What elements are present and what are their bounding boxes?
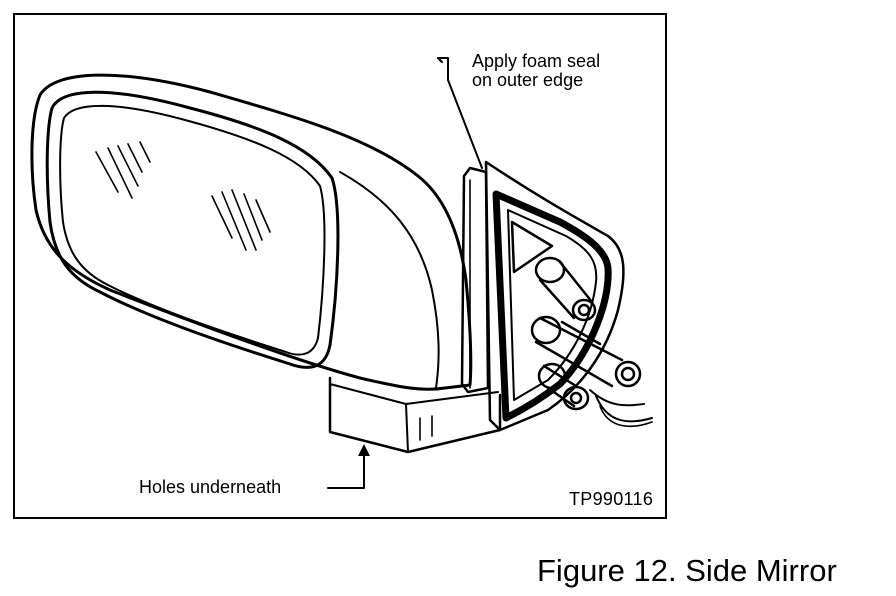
holes-leader-arrow — [358, 444, 370, 456]
mounting-plate — [460, 166, 490, 394]
housing-edge-line — [339, 171, 440, 389]
holes-callout: Holes underneath — [139, 477, 282, 497]
glass-glare-marks — [95, 141, 271, 251]
holes-leader — [327, 451, 365, 489]
connector-bottom — [537, 362, 590, 411]
connector-top — [534, 256, 597, 322]
base-plate — [484, 160, 625, 432]
connector-middle — [530, 315, 642, 388]
foam-seal-leader — [437, 57, 483, 169]
figure-caption: Figure 12. Side Mirror — [537, 553, 837, 588]
figure-code: TP990116 — [569, 489, 654, 509]
figure-frame — [13, 13, 667, 519]
wire — [589, 389, 645, 407]
mirror-housing-outline — [30, 73, 473, 391]
foam-seal-callout-line1: Apply foam seal — [472, 51, 601, 71]
mirror-glass — [59, 104, 326, 356]
mirror-glass-rim — [45, 90, 340, 369]
foam-seal — [492, 190, 612, 422]
foam-seal-callout: Apply foam seal on outer edge — [472, 52, 600, 90]
triangular-opening — [510, 220, 554, 274]
foam-seal-callout-line2: on outer edge — [472, 69, 584, 90]
